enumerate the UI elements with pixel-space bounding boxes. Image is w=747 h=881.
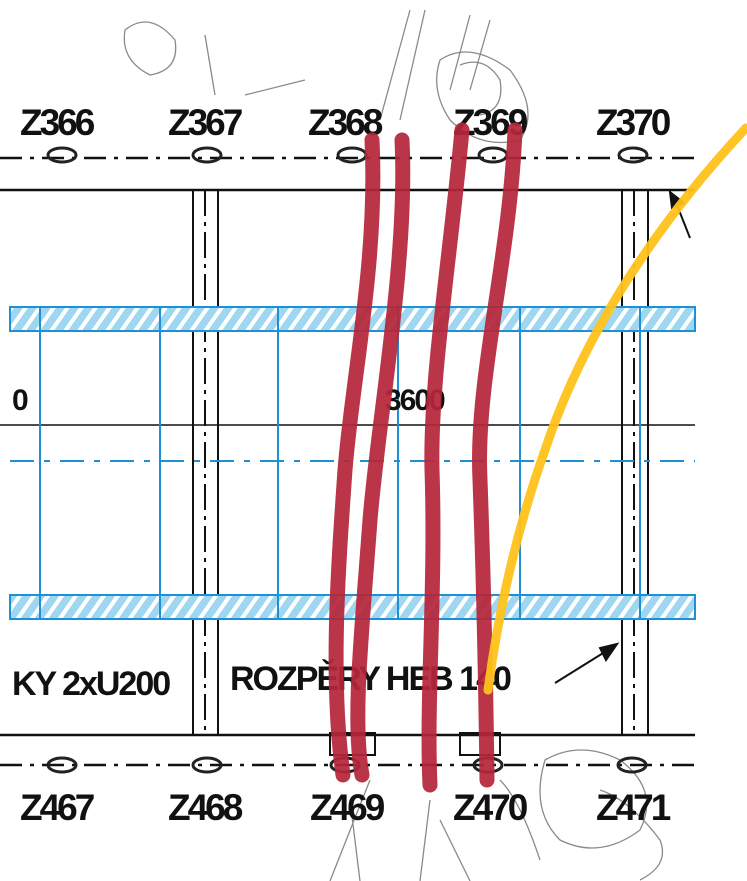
label-z468: Z468 bbox=[168, 787, 243, 828]
label-z469: Z469 bbox=[310, 787, 385, 828]
leader-arrows bbox=[554, 189, 691, 684]
note-rozpery: ROZPĚRY HEB 140 bbox=[230, 660, 511, 698]
left-edge-text: 0 bbox=[12, 384, 28, 417]
blue-hatched-beam-bottom bbox=[9, 594, 696, 620]
red-stroke-3 bbox=[421, 122, 470, 793]
red-stroke-1 bbox=[328, 132, 381, 783]
column-markers-top bbox=[46, 146, 649, 164]
background-sketch bbox=[123, 9, 664, 881]
blue-beams bbox=[9, 306, 696, 620]
yellow-marker-stroke bbox=[483, 123, 747, 695]
label-z471: Z471 bbox=[596, 787, 671, 828]
label-z370: Z370 bbox=[596, 102, 671, 143]
label-z467: Z467 bbox=[20, 787, 94, 828]
label-z366: Z366 bbox=[20, 102, 95, 143]
blue-grid bbox=[10, 307, 695, 619]
left-note: KY 2xU200 bbox=[12, 665, 170, 703]
label-z367: Z367 bbox=[168, 102, 242, 143]
red-marker-strokes bbox=[328, 122, 523, 793]
blue-hatched-beam-top bbox=[9, 306, 696, 332]
label-z470: Z470 bbox=[453, 787, 528, 828]
red-stroke-2 bbox=[350, 132, 411, 783]
